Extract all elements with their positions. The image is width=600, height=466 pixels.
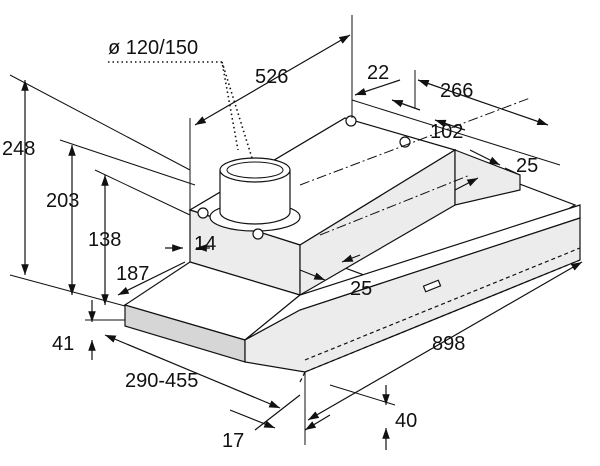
- label-290-455: 290-455: [125, 370, 198, 392]
- dim-898-line: [307, 261, 583, 421]
- duct-spigot: [197, 115, 411, 240]
- label-248: 248: [2, 138, 35, 160]
- label-266: 266: [440, 80, 473, 102]
- extension-dashed-bottom: [299, 371, 306, 383]
- dim-102-line-b: [434, 119, 466, 131]
- dim-17-line-b: [304, 414, 331, 431]
- dim-526-line: [194, 34, 351, 126]
- label-40: 40: [395, 410, 417, 432]
- dim-25r-line-b: [504, 167, 521, 176]
- dim-266-line: [417, 79, 549, 126]
- label-203: 203: [46, 190, 79, 212]
- dim-22-line: [354, 79, 401, 96]
- dim-25r-line-a: [469, 149, 501, 166]
- label-898: 898: [432, 333, 465, 355]
- label-187: 187: [116, 263, 149, 285]
- label-17: 17: [222, 430, 244, 452]
- dim-187-line: [117, 261, 186, 296]
- label-25-front: 25: [350, 278, 372, 300]
- dim-17-ext: [254, 394, 301, 431]
- centerline-front: [319, 174, 471, 236]
- spigot-cylinder: [219, 170, 291, 225]
- label-41: 41: [52, 333, 74, 355]
- spigot-screw-left: [197, 207, 209, 219]
- dim-17-line-a: [229, 409, 276, 429]
- label-138: 138: [88, 229, 121, 251]
- duct-leader-dotted-2: [221, 61, 253, 159]
- dimension-arrows: [21, 34, 583, 450]
- mount-hole-rear: [345, 115, 357, 127]
- dim-25r-line-c: [454, 177, 479, 191]
- dim-25f-line-b: [341, 254, 361, 263]
- label-14: 14: [194, 233, 216, 255]
- dim-102-line-a: [391, 99, 421, 111]
- right-end-cap: [454, 149, 521, 206]
- label-22: 22: [367, 62, 389, 84]
- spigot-screw-front: [252, 228, 264, 240]
- label-25-right: 25: [516, 155, 538, 177]
- label-102: 102: [430, 121, 463, 143]
- dim-290-455-line: [104, 334, 281, 409]
- label-526: 526: [255, 66, 288, 88]
- label-duct-diameter: ø 120/150: [108, 37, 198, 59]
- dimension-labels: ø 120/150 526 22 266 102 25 248 203 138 …: [2, 37, 538, 452]
- spigot-inner: [226, 161, 284, 179]
